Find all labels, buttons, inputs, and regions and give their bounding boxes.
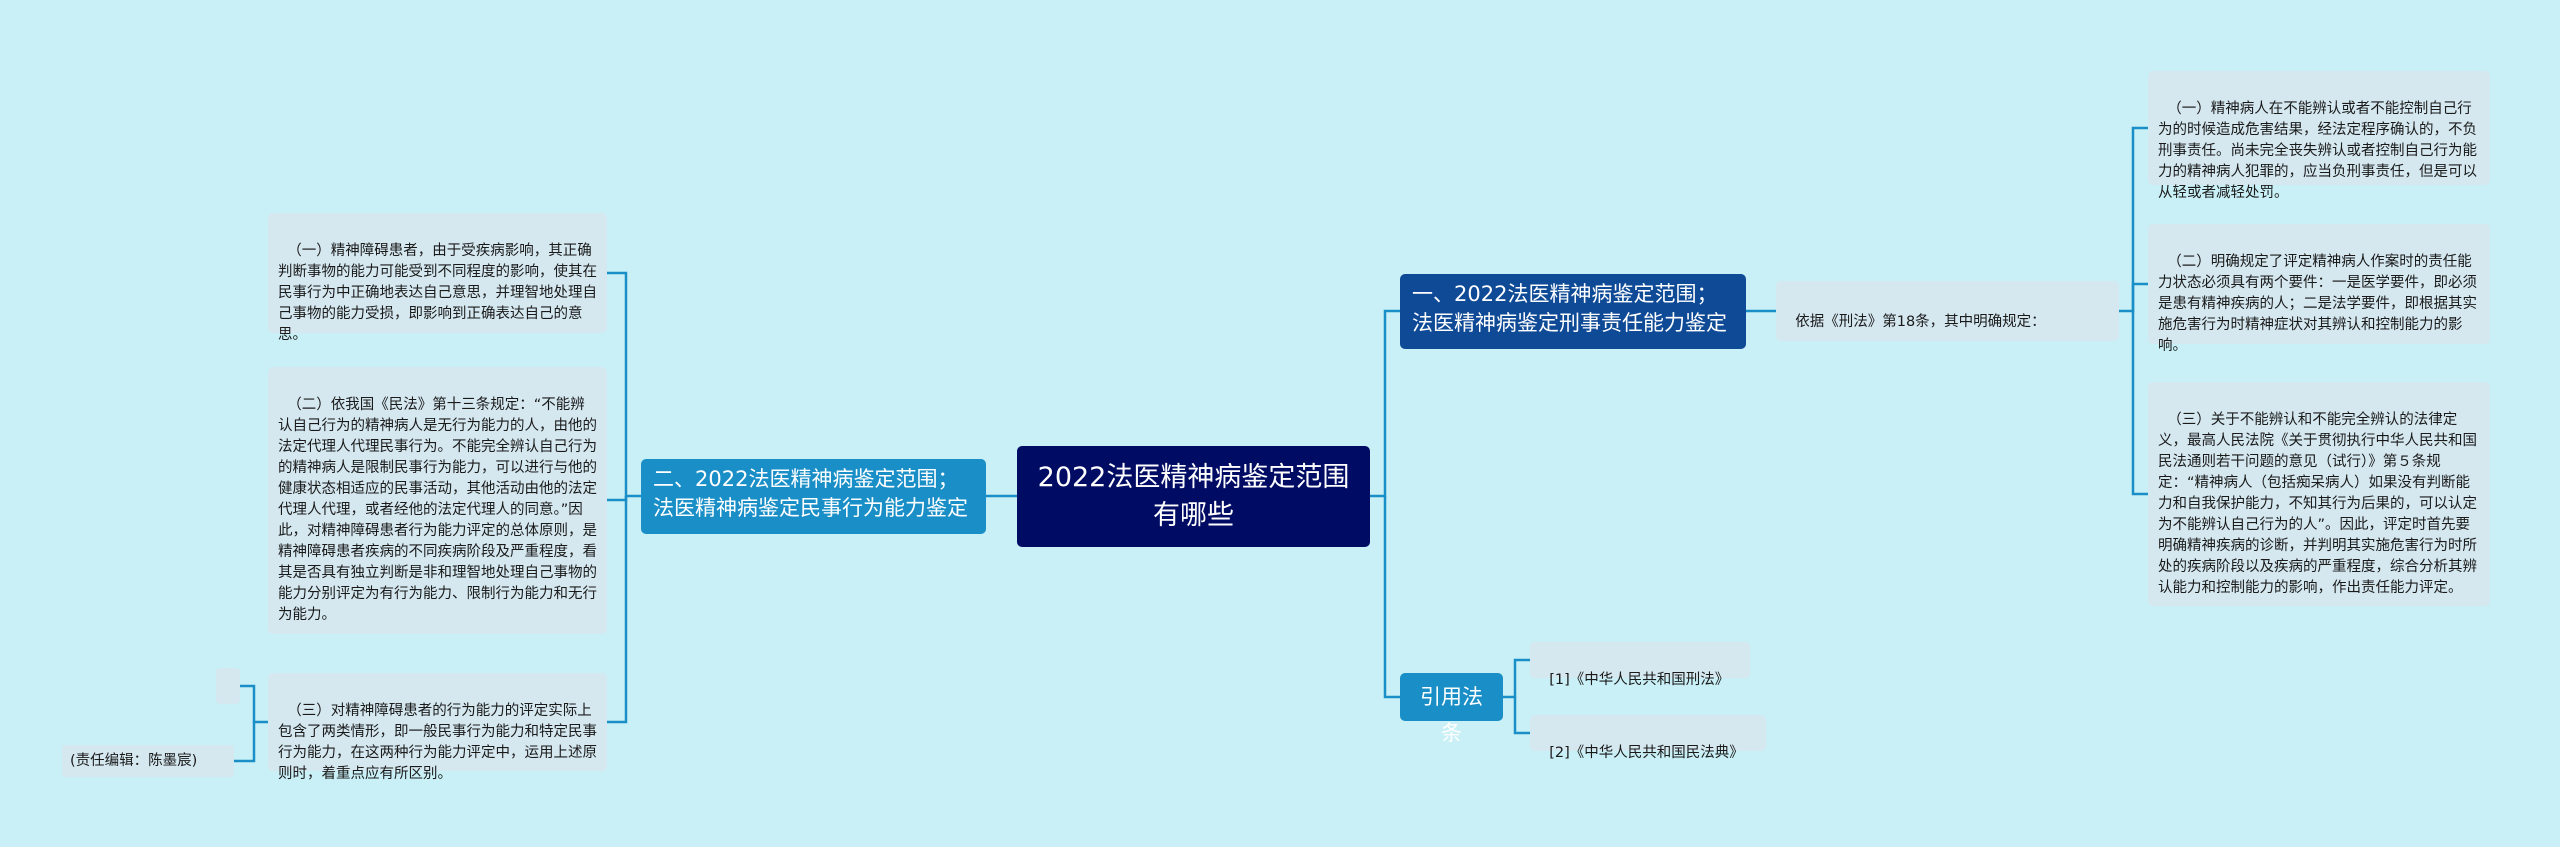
criminal-item-2[interactable]: （二）明确规定了评定精神病人作案时的责任能力状态必须具有两个要件：一是医学要件，… xyxy=(2148,224,2490,354)
branch-criminal-responsibility[interactable]: 一、2022法医精神病鉴定范围；法医精神病鉴定刑事责任能力鉴定 xyxy=(1400,274,1746,349)
civil-item-1[interactable]: （一）精神障碍患者，由于受疾病影响，其正确判断事物的能力可能受到不同程度的影响，… xyxy=(268,213,607,343)
editor-text: (责任编辑：陈墨宸) xyxy=(70,753,198,769)
branch-label: 引用法条 xyxy=(1420,685,1483,745)
leaf-text: （三）关于不能辨认和不能完全辨认的法律定义，最高人民法院《关于贯彻执行中华人民共… xyxy=(2158,412,2477,596)
empty-node[interactable] xyxy=(216,668,240,704)
leaf-text: （三）对精神障碍患者的行为能力的评定实际上包含了两类情形，即一般民事行为能力和特… xyxy=(278,703,597,782)
branch-cited-laws[interactable]: 引用法条 xyxy=(1400,673,1503,745)
civil-item-2[interactable]: （二）依我国《民法》第十三条规定：“不能辨认自己行为的精神病人是无行为能力的人，… xyxy=(268,367,607,634)
leaf-text: （一）精神障碍患者，由于受疾病影响，其正确判断事物的能力可能受到不同程度的影响，… xyxy=(278,243,597,343)
law-item-1[interactable]: [1]《中华人民共和国刑法》 xyxy=(1530,642,1750,688)
criminal-item-1[interactable]: （一）精神病人在不能辨认或者不能控制自己行为的时候造成危害结果，经法定程序确认的… xyxy=(2148,71,2490,201)
criminal-law-intro[interactable]: 依据《刑法》第18条，其中明确规定： xyxy=(1776,281,2119,341)
leaf-text: （二）依我国《民法》第十三条规定：“不能辨认自己行为的精神病人是无行为能力的人，… xyxy=(278,397,597,623)
branch-label: 二、2022法医精神病鉴定范围；法医精神病鉴定民事行为能力鉴定 xyxy=(653,467,968,520)
civil-item-3[interactable]: （三）对精神障碍患者的行为能力的评定实际上包含了两类情形，即一般民事行为能力和特… xyxy=(268,673,607,782)
branch-label: 一、2022法医精神病鉴定范围；法医精神病鉴定刑事责任能力鉴定 xyxy=(1412,282,1727,335)
root-title: 2022法医精神病鉴定范围有哪些 xyxy=(1037,461,1350,531)
leaf-text: （二）明确规定了评定精神病人作案时的责任能力状态必须具有两个要件：一是医学要件，… xyxy=(2158,254,2477,354)
leaf-text: [2]《中华人民共和国民法典》 xyxy=(1549,745,1744,761)
leaf-text: 依据《刑法》第18条，其中明确规定： xyxy=(1795,314,2046,330)
branch-civil-capacity[interactable]: 二、2022法医精神病鉴定范围；法医精神病鉴定民事行为能力鉴定 xyxy=(641,459,986,534)
law-item-2[interactable]: [2]《中华人民共和国民法典》 xyxy=(1530,715,1766,761)
leaf-text: （一）精神病人在不能辨认或者不能控制自己行为的时候造成危害结果，经法定程序确认的… xyxy=(2158,101,2477,201)
editor-credit[interactable]: (责任编辑：陈墨宸) xyxy=(62,745,234,777)
root-topic[interactable]: 2022法医精神病鉴定范围有哪些 xyxy=(1017,446,1370,547)
criminal-item-3[interactable]: （三）关于不能辨认和不能完全辨认的法律定义，最高人民法院《关于贯彻执行中华人民共… xyxy=(2148,382,2490,606)
leaf-text: [1]《中华人民共和国刑法》 xyxy=(1549,672,1730,688)
